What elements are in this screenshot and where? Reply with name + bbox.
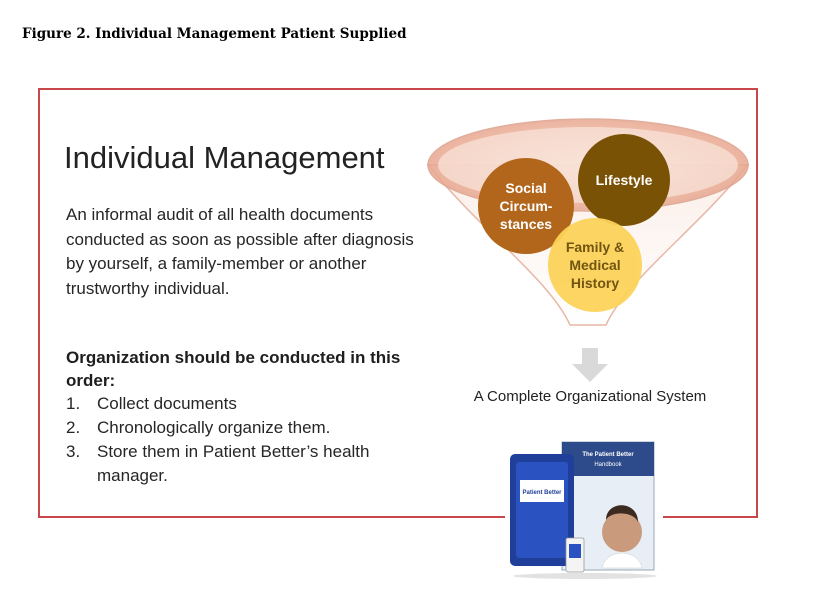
step-number: 2. xyxy=(66,418,81,437)
result-text: A Complete Organizational System xyxy=(473,388,707,405)
step-item: 3. Store them in Patient Better’s health … xyxy=(66,440,416,488)
step-number: 3. xyxy=(66,442,81,461)
step-text: Store them in Patient Better’s health ma… xyxy=(97,442,370,485)
slide-heading: Individual Management xyxy=(64,140,385,175)
binder-title: Patient Better xyxy=(522,490,562,496)
order-heading: Organization should be conducted in this… xyxy=(66,348,401,390)
step-item: 1. Collect documents xyxy=(66,392,416,416)
book-title: The Patient Better xyxy=(582,452,634,458)
step-item: 2. Chronologically organize them. xyxy=(66,416,416,440)
family-medical-history-circle: Family & Medical History xyxy=(548,218,642,312)
product-image: The Patient Better Handbook Patient Bett… xyxy=(510,441,657,579)
figure-caption: Figure 2. Individual Management Patient … xyxy=(22,26,407,42)
step-text: Collect documents xyxy=(97,394,237,413)
book-subtitle: Handbook xyxy=(594,462,622,468)
circle-label: Family & Medical History xyxy=(565,239,625,291)
intro-text: An informal audit of all health document… xyxy=(66,205,414,298)
circle-label: Social Circum-stances xyxy=(499,180,553,232)
step-text: Chronologically organize them. xyxy=(97,418,331,437)
step-list: 1. Collect documents 2. Chronologically or… xyxy=(66,392,416,488)
slide-frame xyxy=(38,88,758,518)
circle-label: Lifestyle xyxy=(595,172,653,188)
step-number: 1. xyxy=(66,394,81,413)
down-arrow-icon xyxy=(572,348,608,382)
lifestyle-circle: Lifestyle xyxy=(578,134,670,226)
